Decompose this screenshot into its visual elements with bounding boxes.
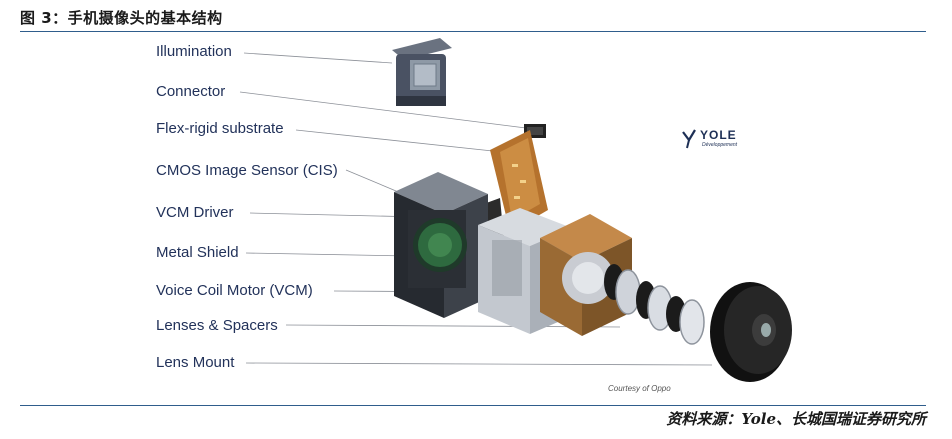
label-lens-mount: Lens Mount xyxy=(156,354,235,371)
yole-logo-tagline: Développement xyxy=(702,142,738,148)
source-rule xyxy=(20,405,926,406)
label-flex-rigid-substrate: Flex-rigid substrate xyxy=(156,120,284,137)
yole-logo-text: YOLE xyxy=(700,128,737,142)
leader-lines xyxy=(239,52,713,366)
label-connector: Connector xyxy=(156,83,226,100)
courtesy-note: Courtesy of Oppo xyxy=(608,384,671,393)
label-vcm-driver: VCM Driver xyxy=(156,204,234,221)
cmos-sensor-part xyxy=(394,172,488,318)
label-cmos-image-sensor: CMOS Image Sensor (CIS) xyxy=(156,162,338,179)
label-lenses-spacers: Lenses & Spacers xyxy=(156,317,278,334)
illumination-part xyxy=(392,38,452,106)
figure-title: 图 3：手机摄像头的基本结构 xyxy=(20,9,223,27)
yole-logo-icon xyxy=(682,129,696,149)
lenses-spacers-part xyxy=(604,264,705,345)
title-rule xyxy=(20,31,926,32)
lens-mount-part xyxy=(710,282,792,382)
source-note: 资料来源：Yole、长城国瑞证券研究所 xyxy=(666,410,926,428)
label-voice-coil-motor: Voice Coil Motor (VCM) xyxy=(156,282,313,299)
label-metal-shield: Metal Shield xyxy=(156,244,239,261)
label-illumination: Illumination xyxy=(156,43,232,60)
